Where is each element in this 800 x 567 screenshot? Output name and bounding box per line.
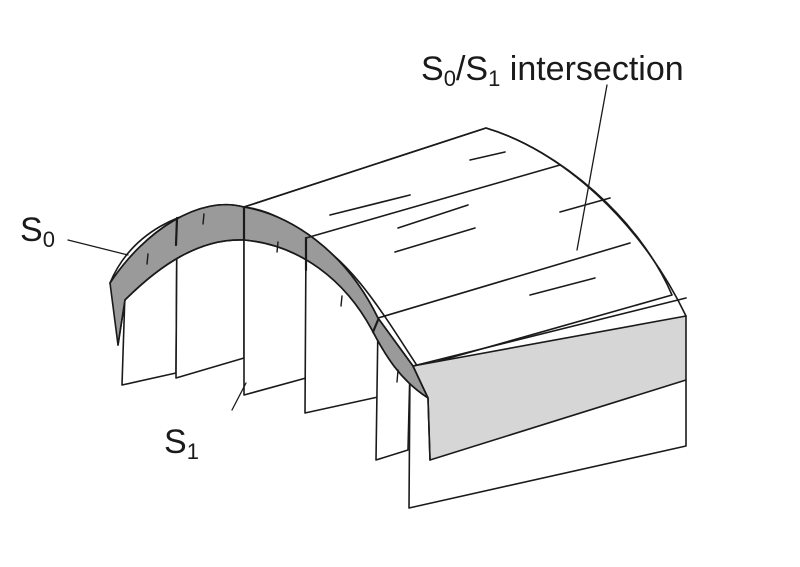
int-label-sub0: 0 — [443, 66, 456, 91]
s0-s1-intersection-line — [412, 297, 687, 367]
s1-leader — [231, 382, 247, 411]
s0-label-sub: 0 — [42, 227, 55, 252]
s0-label: S0 — [20, 211, 55, 251]
fold-back-edge — [243, 127, 687, 317]
intersection-leader — [576, 84, 608, 251]
int-label-sub1: 1 — [488, 66, 501, 91]
int-label-text: intersection — [500, 50, 684, 88]
intersection-label: S0/S1 intersection — [421, 50, 684, 90]
s1-label: S1 — [164, 423, 199, 463]
s0-leader — [67, 239, 129, 256]
int-label-slash: / — [455, 50, 466, 88]
fold-inner-arc — [117, 239, 429, 399]
s1-label-main: S — [164, 423, 187, 461]
int-label-s: S — [421, 50, 444, 88]
s0-label-main: S — [20, 211, 43, 249]
s1-label-sub: 1 — [186, 439, 199, 464]
int-label-s2: S — [465, 50, 489, 88]
